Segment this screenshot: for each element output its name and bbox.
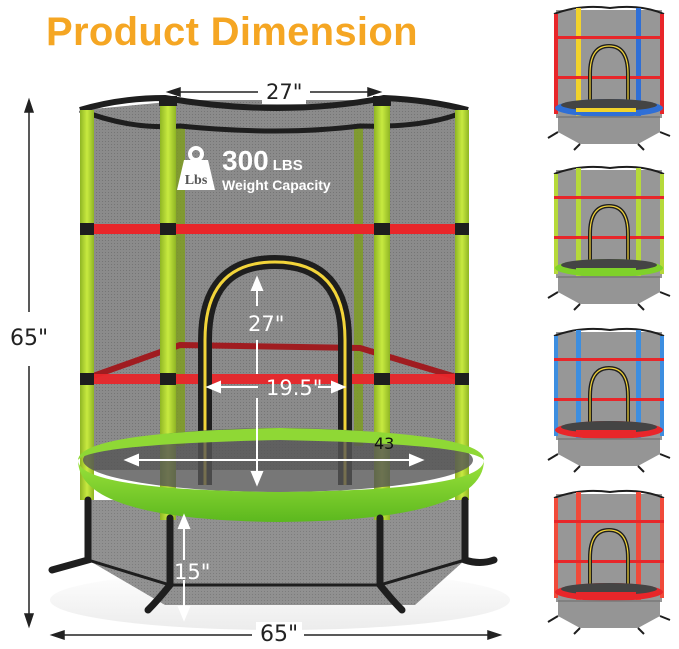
variant-thumb-red[interactable]: [540, 484, 679, 644]
weight-unit: LBS: [272, 156, 303, 174]
variant-thumb-blue-red[interactable]: [540, 322, 679, 482]
weight-lbs-icon: Lbs: [177, 146, 215, 190]
variant-thumb-green[interactable]: [540, 160, 679, 320]
dim-mat-diameter: 43: [374, 434, 395, 453]
dim-top-width: 27": [262, 80, 307, 104]
trampoline-thumbnail: [547, 5, 671, 151]
dim-leg-height: 15": [174, 560, 211, 584]
trampoline-thumbnail: [547, 165, 671, 311]
trampoline-thumbnail: [547, 327, 671, 473]
dim-base-width: 65": [256, 622, 303, 647]
variant-thumb-multicolor[interactable]: [540, 0, 679, 160]
weight-icon-text: Lbs: [185, 173, 208, 188]
dim-door-height: 27": [248, 312, 285, 336]
trampoline-thumbnail: [547, 489, 671, 635]
weight-value: 300: [222, 144, 269, 176]
weight-label: Weight Capacity: [222, 176, 331, 193]
dim-total-height: 65": [6, 326, 53, 351]
dim-door-width: 19.5": [266, 376, 323, 400]
page-title: Product Dimension: [46, 10, 418, 54]
